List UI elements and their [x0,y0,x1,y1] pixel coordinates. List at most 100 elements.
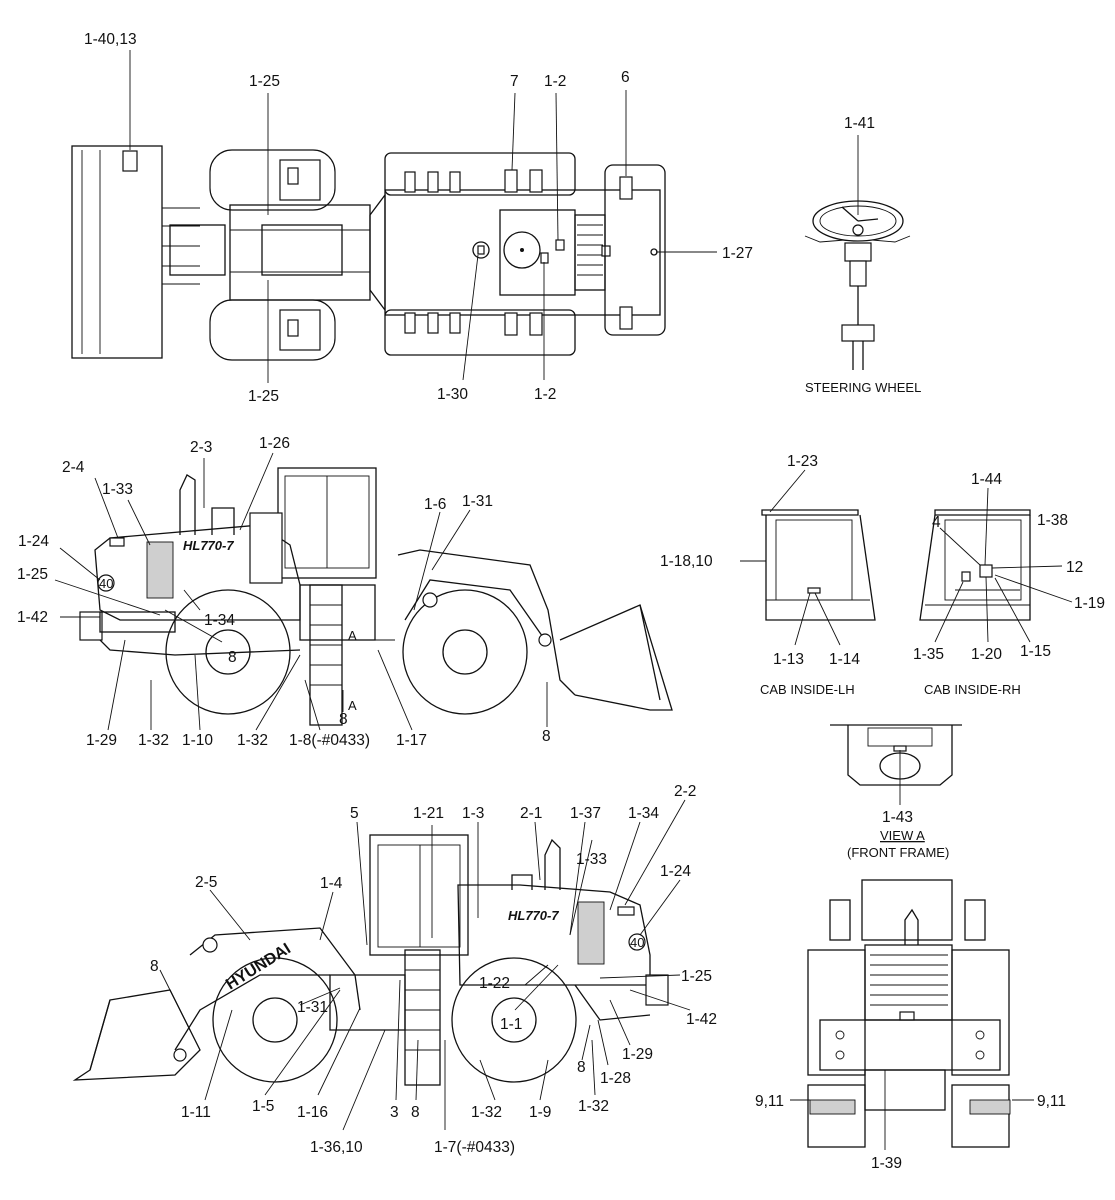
view-a-caption: VIEW A [880,828,925,843]
callout-1-18-10: 1-18,10 [660,553,713,570]
side-rh-badge: 40 [630,935,644,950]
steering-wheel-caption: STEERING WHEEL [805,380,921,395]
callout-8-rh-arm: 8 [150,958,159,975]
callout-1-31-lh: 1-31 [462,493,493,510]
callout-12: 12 [1066,559,1083,576]
steering-wheel-drawing [804,135,911,370]
callout-1-29-lh: 1-29 [86,732,117,749]
side-rh-labels: 5 1-21 1-3 2-1 1-37 1-34 2-2 1-33 1-24 1… [150,783,717,1156]
callout-1-30: 1-30 [437,386,468,403]
side-lh-model: HL770-7 [183,538,234,553]
cab-lh-drawing [761,509,876,621]
callout-1-34-lh: 1-34 [204,612,235,629]
side-rh-leaders [159,799,691,1131]
top-view-leaders [129,50,717,383]
callout-3: 3 [390,1104,399,1121]
rear-view-leaders [790,1070,1034,1150]
side-rh-model: HL770-7 [508,908,559,923]
callout-1-3: 1-3 [462,805,484,822]
callout-1-7: 1-7(-#0433) [434,1139,515,1156]
callout-1-43: 1-43 [882,809,913,826]
callout-2-4: 2-4 [62,459,85,476]
callout-1-34-rh: 1-34 [628,805,659,822]
cab-rh-drawing [919,509,1031,621]
callout-1-42-lh: 1-42 [17,609,48,626]
callout-1-17: 1-17 [396,732,427,749]
side-lh-leaders [54,452,548,731]
callout-1-40-13: 1-40,13 [84,31,137,48]
callout-6: 6 [621,69,630,86]
callout-9-11-right: 9,11 [1037,1093,1066,1110]
callout-1-36-10: 1-36,10 [310,1139,363,1156]
callout-1-25-bottom: 1-25 [248,388,279,405]
callout-2-1: 2-1 [520,805,542,822]
callout-4: 4 [932,514,941,531]
callout-1-22: 1-22 [479,975,510,992]
top-view-drawing [71,145,666,361]
callout-1-38: 1-38 [1037,512,1068,529]
callout-5: 5 [350,805,359,822]
callout-1-32-rh-b: 1-32 [578,1098,609,1115]
side-lh-labels: 2-4 2-3 1-26 1-33 1-24 1-25 1-6 1-31 1-4… [17,435,551,749]
callout-1-32-lh-b: 1-32 [237,732,268,749]
callout-1-21: 1-21 [413,805,444,822]
callout-8-rh-ladder: 8 [411,1104,420,1121]
callout-1-2-bottom: 1-2 [534,386,556,403]
callout-1-15: 1-15 [1020,643,1051,660]
callout-1-39: 1-39 [871,1155,902,1172]
view-a-labels: 1-43 VIEW A (FRONT FRAME) [847,809,949,860]
view-a-drawing [830,724,962,805]
callout-8-rh-rear: 8 [577,1059,586,1076]
callout-1-27: 1-27 [722,245,753,262]
rear-view-drawing [807,879,1011,1148]
callout-1-25-rh: 1-25 [681,968,712,985]
callout-1-25-lh: 1-25 [17,566,48,583]
callout-1-33-rh: 1-33 [576,851,607,868]
callout-9-11-left: 9,11 [755,1093,784,1110]
callout-1-37: 1-37 [570,805,601,822]
callout-1-4: 1-4 [320,875,343,892]
callout-1-23: 1-23 [787,453,818,470]
side-rh-drawing: 40 HL770-7 HYUNDAI [72,834,669,1086]
callout-7: 7 [510,73,519,90]
callout-1-6: 1-6 [424,496,446,513]
callout-1-11: 1-11 [181,1104,211,1121]
callout-8-lh-bucket: 8 [542,728,551,745]
callout-1-42-rh: 1-42 [686,1011,717,1028]
rear-view-labels: 9,11 9,11 1-39 [755,1093,1066,1172]
callout-1-44: 1-44 [971,471,1002,488]
callout-1-31-rh: 1-31 [297,999,328,1016]
side-lh-drawing: 40 HL770-7 A A [79,467,673,726]
view-a-marker-top: A [348,628,357,643]
side-lh-badge: 40 [99,576,113,591]
callout-1-28: 1-28 [600,1070,631,1087]
callout-1-2-top: 1-2 [544,73,566,90]
side-rh-brand: HYUNDAI [223,940,294,993]
callout-2-5: 2-5 [195,874,217,891]
cab-lh-caption: CAB INSIDE-LH [760,682,855,697]
callout-1-25-top: 1-25 [249,73,280,90]
callout-1-29-rh: 1-29 [622,1046,653,1063]
callout-8-lh-wheel: 8 [228,649,237,666]
callout-1-5: 1-5 [252,1098,274,1115]
callout-1-20: 1-20 [971,646,1002,663]
callout-1-10: 1-10 [182,732,213,749]
callout-1-8: 1-8(-#0433) [289,732,370,749]
callout-1-9: 1-9 [529,1104,551,1121]
callout-1-32-rh-a: 1-32 [471,1104,502,1121]
view-a-marker-bottom: A [348,698,357,713]
cab-lh-leaders [740,469,841,646]
callout-8-lh-frame: 8 [339,711,348,728]
callout-1-26: 1-26 [259,435,290,452]
callout-1-33-lh: 1-33 [102,481,133,498]
callout-1-32-lh-a: 1-32 [138,732,169,749]
callout-1-24-rh: 1-24 [660,863,691,880]
cab-rh-labels: 1-44 1-38 4 12 1-19 1-35 1-20 1-15 CAB I… [913,471,1105,697]
callout-2-3: 2-3 [190,439,212,456]
view-a-subcaption: (FRONT FRAME) [847,845,949,860]
callout-1-16: 1-16 [297,1104,328,1121]
callout-1-41: 1-41 [844,115,875,132]
cab-rh-leaders [934,487,1073,643]
callout-1-14: 1-14 [829,651,860,668]
